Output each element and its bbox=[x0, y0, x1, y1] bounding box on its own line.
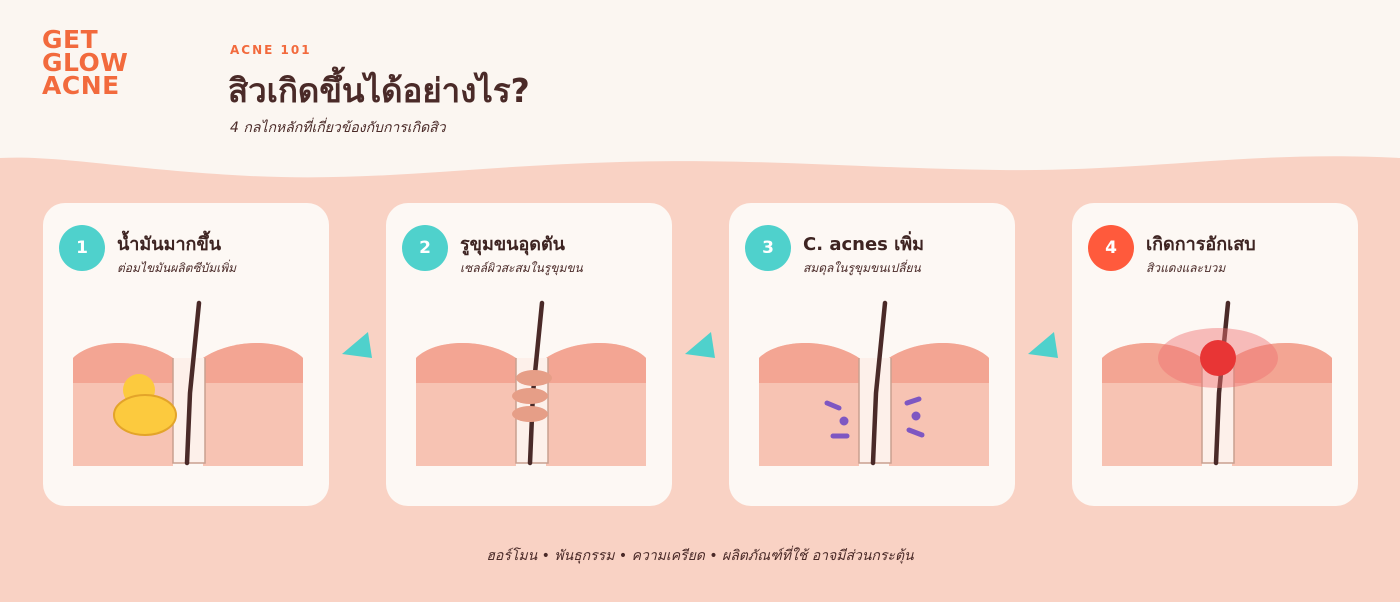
step-card-2: 2 รูขุมขนอุดตัน เซลล์ผิวสะสมในรูขุมขน bbox=[386, 203, 672, 506]
brand-line-3: ACNE bbox=[42, 71, 120, 100]
brand-line-2: GLOW bbox=[42, 48, 129, 77]
step-subtitle: สิวแดงและบวม bbox=[1146, 261, 1226, 275]
step-card-1: 1 น้ำมันมากขึ้น ต่อมไขมันผลิตซีบัมเพิ่ม bbox=[43, 203, 329, 506]
step-number-badge: 1 bbox=[59, 225, 105, 271]
brand-line-1: GET bbox=[42, 25, 99, 54]
arrow-icon bbox=[342, 332, 372, 358]
kicker-label: ACNE 101 bbox=[230, 43, 312, 57]
step-title: C. acnes เพิ่ม bbox=[803, 234, 925, 255]
arrow-icon bbox=[1028, 332, 1058, 358]
step-subtitle: ต่อมไขมันผลิตซีบัมเพิ่ม bbox=[117, 261, 237, 275]
step-number-badge: 2 bbox=[402, 225, 448, 271]
brand-logo: GET GLOW ACNE bbox=[42, 25, 152, 100]
oil-gland-illustration bbox=[73, 300, 303, 466]
step-number-badge: 4 bbox=[1088, 225, 1134, 271]
step-card-3: 3 C. acnes เพิ่ม สมดุลในรูขุมขนเปลี่ยน bbox=[729, 203, 1015, 506]
arrow-icon bbox=[685, 332, 715, 358]
step-title: รูขุมขนอุดตัน bbox=[460, 234, 565, 255]
step-number-badge: 3 bbox=[745, 225, 791, 271]
inflammation-illustration bbox=[1102, 300, 1332, 466]
step-subtitle: สมดุลในรูขุมขนเปลี่ยน bbox=[803, 261, 921, 275]
step-title: น้ำมันมากขึ้น bbox=[117, 234, 222, 255]
footer-note: ฮอร์โมน • พันธุกรรม • ความเครียด • ผลิตภ… bbox=[486, 548, 914, 564]
clogged-pore-illustration bbox=[416, 300, 646, 466]
step-title: เกิดการอักเสบ bbox=[1146, 234, 1256, 255]
page-title: สิวเกิดขึ้นได้อย่างไร? bbox=[228, 71, 530, 110]
step-subtitle: เซลล์ผิวสะสมในรูขุมขน bbox=[460, 261, 583, 275]
step-card-4: 4 เกิดการอักเสบ สิวแดงและบวม bbox=[1072, 203, 1358, 506]
page-subtitle: 4 กลไกหลักที่เกี่ยวข้องกับการเกิดสิว bbox=[230, 120, 446, 136]
bacteria-illustration bbox=[759, 300, 989, 466]
